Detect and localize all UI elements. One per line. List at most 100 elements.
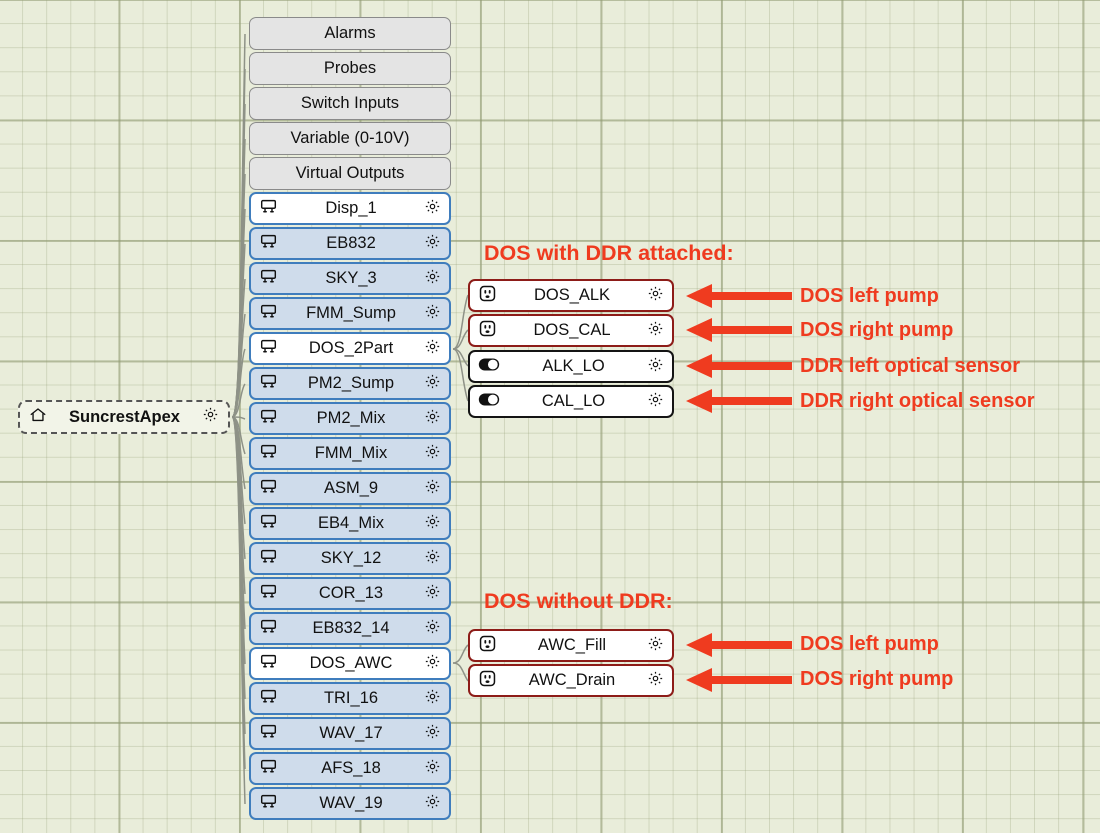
device-node-pm2-sump[interactable]: PM2_Sump xyxy=(249,367,451,400)
outlet-icon xyxy=(478,284,497,308)
group-node-virtual-outputs[interactable]: Virtual Outputs xyxy=(249,157,451,190)
module-icon xyxy=(259,337,278,361)
module-icon xyxy=(259,302,278,326)
gear-icon[interactable] xyxy=(424,408,441,430)
outlet-node-label: AWC_Fill xyxy=(537,636,607,654)
gear-icon[interactable] xyxy=(424,268,441,290)
device-node-pm2-mix[interactable]: PM2_Mix xyxy=(249,402,451,435)
annotation-ddr-right-sensor: DDR right optical sensor xyxy=(800,390,1035,412)
gear-icon[interactable] xyxy=(647,635,664,657)
gear-icon[interactable] xyxy=(647,285,664,307)
group-node-alarms[interactable]: Alarms xyxy=(249,17,451,50)
gear-icon[interactable] xyxy=(647,670,664,692)
device-node-tri-16[interactable]: TRI_16 xyxy=(249,682,451,715)
gear-icon[interactable] xyxy=(424,373,441,395)
gear-icon[interactable] xyxy=(424,303,441,325)
gear-icon[interactable] xyxy=(424,513,441,535)
outlet-icon xyxy=(478,669,497,693)
module-icon xyxy=(259,197,278,221)
device-node-sky-3[interactable]: SKY_3 xyxy=(249,262,451,295)
gear-icon[interactable] xyxy=(202,406,219,428)
gear-icon[interactable] xyxy=(424,723,441,745)
annotation-arrow xyxy=(686,633,792,657)
module-icon xyxy=(259,722,278,746)
toggle-icon xyxy=(478,357,500,377)
module-icon xyxy=(259,407,278,431)
gear-icon[interactable] xyxy=(424,583,441,605)
outlet-node-dos-cal[interactable]: DOS_CAL xyxy=(468,314,674,347)
outlet-node-awc-fill[interactable]: AWC_Fill xyxy=(468,629,674,662)
gear-icon[interactable] xyxy=(424,653,441,675)
device-node-eb4-mix[interactable]: EB4_Mix xyxy=(249,507,451,540)
group-node-probes[interactable]: Probes xyxy=(249,52,451,85)
module-icon xyxy=(259,792,278,816)
gear-icon[interactable] xyxy=(424,688,441,710)
group-node-variable[interactable]: Variable (0-10V) xyxy=(249,122,451,155)
gear-icon[interactable] xyxy=(424,793,441,815)
module-icon xyxy=(259,617,278,641)
annotation-arrow xyxy=(686,668,792,692)
switch-node-cal-lo[interactable]: CAL_LO xyxy=(468,385,674,418)
gear-icon[interactable] xyxy=(647,356,664,378)
device-node-asm-9[interactable]: ASM_9 xyxy=(249,472,451,505)
annotation-arrow xyxy=(686,354,792,378)
gear-icon[interactable] xyxy=(424,338,441,360)
gear-icon[interactable] xyxy=(424,758,441,780)
device-node-eb832[interactable]: EB832 xyxy=(249,227,451,260)
gear-icon[interactable] xyxy=(647,320,664,342)
device-node-fmm-sump[interactable]: FMM_Sump xyxy=(249,297,451,330)
home-icon xyxy=(29,406,47,429)
device-node-fmm-mix[interactable]: FMM_Mix xyxy=(249,437,451,470)
root-node-label: SuncrestApex xyxy=(69,407,180,426)
device-node-afs-18[interactable]: AFS_18 xyxy=(249,752,451,785)
gear-icon[interactable] xyxy=(647,391,664,413)
gear-icon[interactable] xyxy=(424,478,441,500)
device-node-dos-2part[interactable]: DOS_2Part xyxy=(249,332,451,365)
device-node-label: SKY_3 xyxy=(325,269,377,287)
gear-icon[interactable] xyxy=(424,443,441,465)
heading-dos-with-ddr: DOS with DDR attached: xyxy=(484,241,734,265)
device-node-label: FMM_Sump xyxy=(306,304,396,322)
outlet-node-awc-drain[interactable]: AWC_Drain xyxy=(468,664,674,697)
module-icon xyxy=(259,687,278,711)
switch-node-alk-lo[interactable]: ALK_LO xyxy=(468,350,674,383)
gear-icon[interactable] xyxy=(424,618,441,640)
device-node-label: PM2_Mix xyxy=(316,409,386,427)
device-node-label: EB832 xyxy=(326,234,376,252)
outlet-node-label: DOS_CAL xyxy=(533,321,611,339)
group-node-label: Probes xyxy=(323,59,377,77)
annotation-dos-right-pump: DOS right pump xyxy=(800,319,954,341)
device-node-dos-awc[interactable]: DOS_AWC xyxy=(249,647,451,680)
device-node-cor-13[interactable]: COR_13 xyxy=(249,577,451,610)
module-icon xyxy=(259,477,278,501)
gear-icon[interactable] xyxy=(424,233,441,255)
switch-node-label: ALK_LO xyxy=(542,357,605,375)
device-node-label: FMM_Mix xyxy=(314,444,388,462)
gear-icon[interactable] xyxy=(424,198,441,220)
device-node-label: COR_13 xyxy=(318,584,384,602)
module-icon xyxy=(259,232,278,256)
outlet-icon xyxy=(478,319,497,343)
device-node-sky-12[interactable]: SKY_12 xyxy=(249,542,451,575)
group-node-switch-inputs[interactable]: Switch Inputs xyxy=(249,87,451,120)
device-node-wav-17[interactable]: WAV_17 xyxy=(249,717,451,750)
module-icon xyxy=(259,372,278,396)
annotation-arrow xyxy=(686,284,792,308)
outlet-node-dos-alk[interactable]: DOS_ALK xyxy=(468,279,674,312)
gear-icon[interactable] xyxy=(424,548,441,570)
device-node-label: WAV_19 xyxy=(319,794,383,812)
switch-node-label: CAL_LO xyxy=(541,392,606,410)
module-icon xyxy=(259,652,278,676)
module-icon xyxy=(259,757,278,781)
group-node-label: Variable (0-10V) xyxy=(290,129,410,147)
toggle-icon xyxy=(478,392,500,412)
device-node-disp-1[interactable]: Disp_1 xyxy=(249,192,451,225)
root-node-suncrestapex[interactable]: SuncrestApex xyxy=(18,400,230,434)
device-node-eb832-14[interactable]: EB832_14 xyxy=(249,612,451,645)
device-node-wav-19[interactable]: WAV_19 xyxy=(249,787,451,820)
module-icon xyxy=(259,442,278,466)
group-node-label: Switch Inputs xyxy=(300,94,400,112)
device-node-label: TRI_16 xyxy=(323,689,379,707)
annotation-arrow xyxy=(686,318,792,342)
